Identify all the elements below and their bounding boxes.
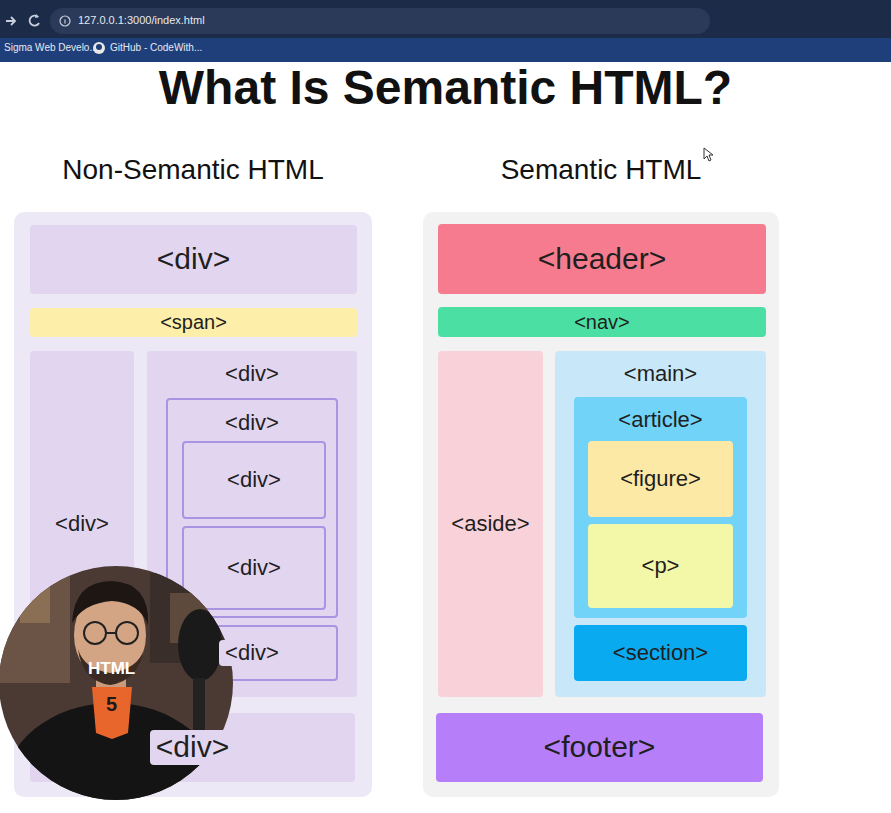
shirt-logo-number: 5 — [106, 693, 117, 715]
page-title: What Is Semantic HTML? — [0, 62, 891, 114]
tag-label: <span> — [160, 311, 227, 334]
url-text: 127.0.0.1:3000/index.html — [78, 14, 205, 26]
div-box: <div> — [30, 225, 357, 294]
reload-arrowhead — [35, 14, 39, 18]
info-icon-bar — [64, 20, 65, 24]
tag-label: <div> — [219, 640, 285, 665]
url-pill — [50, 8, 710, 34]
tag-label: <div> — [225, 361, 279, 386]
bookmark-text: Sigma Web Develo... — [4, 42, 98, 53]
tag-label: <aside> — [451, 511, 529, 536]
panel: Semantic HTML<header><nav><aside><main><… — [423, 212, 779, 797]
tag-label: <header> — [538, 242, 666, 277]
tag-label: <div> — [157, 242, 230, 277]
section-box: <section> — [574, 625, 747, 681]
tag-label: <footer> — [544, 730, 656, 765]
tag-label: <div> — [225, 410, 279, 435]
div-box: <div> — [182, 441, 326, 519]
tag-label: <div> — [227, 467, 281, 492]
webcam-presenter — [0, 563, 236, 805]
panel-heading: Non-Semantic HTML — [62, 154, 323, 186]
figure-box: <figure> — [588, 441, 733, 517]
info-icon — [60, 16, 70, 26]
tag-label: <figure> — [620, 466, 701, 491]
div-box: <div> <div> <div> — [166, 398, 338, 618]
tag-label: <div> — [150, 730, 235, 765]
tag-label: <p> — [642, 553, 680, 578]
tag-label: <section> — [613, 640, 708, 665]
shirt-print: HTML — [88, 660, 135, 679]
panel-heading: Semantic HTML — [501, 154, 702, 186]
article-box: <article><figure><p><section> — [574, 397, 747, 618]
aside-box: <aside> — [438, 351, 543, 697]
tag-label: <article> — [618, 407, 702, 432]
tag-label: <div> — [55, 511, 109, 536]
span-bar: <span> — [30, 308, 357, 337]
mouse-cursor — [703, 147, 715, 163]
tag-label: <div> — [227, 555, 281, 580]
div-box: <div> — [182, 526, 326, 610]
footer-box: <footer> — [436, 713, 763, 782]
forward-arrow — [6, 17, 15, 25]
tag-label: <nav> — [574, 311, 630, 334]
paragraph-box: <p> — [588, 524, 733, 608]
html5-shield — [92, 687, 132, 739]
address-row — [0, 0, 891, 38]
bookmark-row — [0, 38, 891, 62]
main-box: <main> <article> <figure> <p> <section> — [555, 351, 766, 697]
bookmark-text: GitHub - CodeWith... — [110, 42, 202, 53]
header-box: <header> — [438, 224, 766, 294]
tag-label: <main> — [624, 361, 697, 386]
nav-bar: <nav> — [438, 307, 766, 337]
